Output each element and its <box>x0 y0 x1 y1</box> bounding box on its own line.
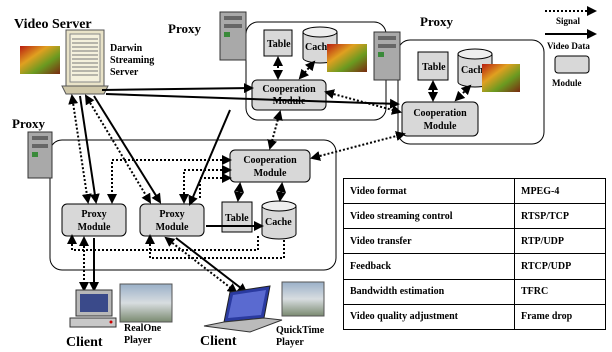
top-coop-line-1: Cooperation <box>262 84 316 95</box>
realone-line-2: Player <box>124 335 152 346</box>
client-laptop-computer <box>203 285 283 333</box>
spec-value: RTCP/UDP <box>514 253 606 280</box>
video-thumbnail-server <box>20 46 60 74</box>
signal-legend-label: Signal <box>556 16 581 26</box>
proxy-label-main: Proxy <box>12 116 45 131</box>
proxy-module-left-line-1: Proxy <box>81 209 106 220</box>
right-cache-label: Cache <box>461 65 488 76</box>
main-proxy-server-icon <box>27 131 53 179</box>
spec-feature: Video quality adjustment <box>343 303 515 331</box>
client-label-right: Client <box>200 334 237 349</box>
table-row: Video streaming control RTSP/TCP <box>343 203 606 230</box>
realone-line-1: RealOne <box>124 323 162 334</box>
main-cache-label: Cache <box>265 217 292 228</box>
quicktime-line-2: Player <box>276 337 304 348</box>
darwin-line-1: Darwin <box>110 43 143 54</box>
top-proxy-server-icon <box>219 11 247 61</box>
module-legend-label: Module <box>552 78 582 88</box>
darwin-line-2: Streaming <box>110 55 154 66</box>
spec-feature: Bandwidth estimation <box>343 278 515 305</box>
realone-player-screenshot <box>119 283 173 323</box>
spec-feature: Video streaming control <box>343 203 515 230</box>
quicktime-line-1: QuickTime <box>276 325 325 336</box>
proxy-module-right-line-1: Proxy <box>159 209 184 220</box>
video-data-legend-label: Video Data <box>547 41 590 51</box>
spec-feature: Video transfer <box>343 228 515 255</box>
top-table-box <box>263 29 293 57</box>
proxy-module-right-line-2: Module <box>156 222 189 233</box>
video-server-title: Video Server <box>14 17 92 32</box>
spec-value: RTP/UDP <box>514 228 606 255</box>
main-coop-line-2: Module <box>254 168 287 179</box>
proxy-module-left <box>61 203 127 237</box>
client-label-left: Client <box>66 335 103 350</box>
top-table-label: Table <box>267 39 291 50</box>
right-table-box <box>417 51 449 81</box>
proxy-module-right <box>139 203 205 237</box>
spec-feature: Feedback <box>343 253 515 280</box>
spec-value: TFRC <box>514 278 606 305</box>
darwin-line-3: Server <box>110 67 139 78</box>
spec-feature: Video format <box>343 177 515 205</box>
module-legend-box <box>554 55 590 74</box>
table-row: Video quality adjustment Frame drop <box>343 303 606 331</box>
legend: Signal Video Data Module <box>545 6 597 88</box>
main-table-label: Table <box>225 213 249 224</box>
right-coop-line-1: Cooperation <box>413 108 467 119</box>
spec-value: MPEG-4 <box>514 177 606 205</box>
table-row: Video transfer RTP/UDP <box>343 228 606 255</box>
quicktime-player-screenshot <box>281 281 325 317</box>
proxy-label-right: Proxy <box>420 14 453 29</box>
client-desktop-computer <box>69 289 117 328</box>
proxy-label-top: Proxy <box>168 21 201 36</box>
table-row: Feedback RTCP/UDP <box>343 253 606 280</box>
signal-arrows <box>67 56 472 294</box>
table-row: Video format MPEG-4 <box>343 177 606 205</box>
proxy-module-left-line-2: Module <box>78 222 111 233</box>
right-table-label: Table <box>422 62 446 73</box>
spec-value: Frame drop <box>514 303 606 331</box>
video-server-tower <box>61 29 109 95</box>
spec-value: RTSP/TCP <box>514 203 606 230</box>
table-row: Bandwidth estimation TFRC <box>343 278 606 305</box>
right-cooperation-module <box>401 101 479 137</box>
right-proxy-server-icon <box>373 31 401 81</box>
video-thumbnail-top-proxy <box>327 44 367 72</box>
main-coop-line-1: Cooperation <box>243 155 297 166</box>
right-coop-line-2: Module <box>424 121 457 132</box>
video-thumbnail-right-proxy <box>482 64 520 92</box>
top-coop-line-2: Module <box>273 96 306 107</box>
main-cache-cylinder <box>261 200 297 240</box>
spec-table: Video format MPEG-4 Video streaming cont… <box>343 177 606 331</box>
top-cache-label: Cache <box>305 42 332 53</box>
